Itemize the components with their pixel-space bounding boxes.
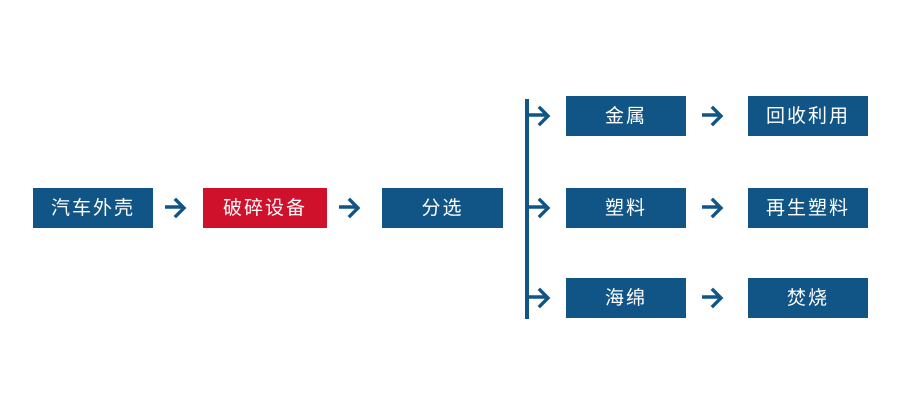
branch-arrow-right-icon-sponge [525,287,555,309]
node-outcome-recycled-plastic[interactable]: 再生塑料 [748,188,868,228]
node-sorting[interactable]: 分选 [382,188,503,228]
node-crusher-equipment[interactable]: 破碎设备 [203,188,327,228]
node-crusher-equipment-label: 破碎设备 [222,197,307,219]
node-material-metal[interactable]: 金属 [566,96,686,136]
node-outcome-recycle-reuse-label: 回收利用 [765,105,850,127]
arrow-right-icon-sponge-to-incineration [702,287,728,309]
node-outcome-recycled-plastic-label: 再生塑料 [765,197,850,219]
arrow-right-icon-car-shell-to-crusher [165,197,191,219]
arrow-right-icon-metal-to-recycle [702,105,728,127]
node-material-plastic[interactable]: 塑料 [566,188,686,228]
node-car-shell-label: 汽车外壳 [50,197,135,219]
node-material-sponge[interactable]: 海绵 [566,278,686,318]
vertical-bus-line [525,99,529,319]
node-sorting-label: 分选 [421,197,464,219]
node-outcome-incineration[interactable]: 焚烧 [748,278,868,318]
node-outcome-incineration-label: 焚烧 [786,287,829,309]
arrow-right-icon-plastic-to-recycled-plastic [702,197,728,219]
branch-arrow-right-icon-metal [525,105,555,127]
node-material-metal-label: 金属 [604,105,647,127]
branch-arrow-right-icon-plastic [525,197,555,219]
node-material-plastic-label: 塑料 [604,197,647,219]
node-material-sponge-label: 海绵 [604,287,647,309]
arrow-right-icon-crusher-to-sorting [339,197,365,219]
node-outcome-recycle-reuse[interactable]: 回收利用 [748,96,868,136]
node-car-shell[interactable]: 汽车外壳 [33,188,153,228]
